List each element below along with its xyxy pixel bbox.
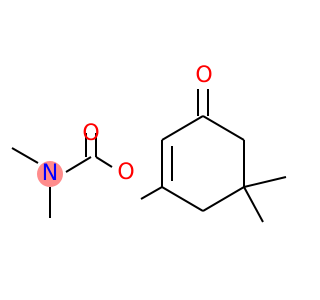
bond-c-ring-6	[161, 115, 204, 141]
carbonyl-oxygen-label: O	[82, 121, 99, 146]
bond-ester-o-to-carbonyl-c	[95, 156, 113, 168]
bond-methyl-1	[243, 176, 287, 188]
nitrogen-highlight	[37, 161, 63, 187]
bonds	[11, 89, 287, 223]
molecule-diagram: O O O N	[11, 63, 287, 223]
nitrogen-label: N	[42, 161, 58, 186]
ketone-oxygen-label: O	[195, 63, 212, 88]
bond-c-ring-3	[202, 186, 245, 212]
bond-n-methyl-up	[11, 147, 39, 164]
bond-c-ring-1	[202, 115, 245, 141]
bond-methyl-2	[243, 186, 264, 223]
ester-oxygen-label: O	[117, 160, 134, 185]
bond-carbonyl-c-to-n	[65, 156, 92, 173]
structure-canvas: O O O N	[11, 63, 287, 223]
bond-c-ring-4	[161, 186, 204, 212]
bond-ring-to-ester-o	[140, 186, 163, 200]
